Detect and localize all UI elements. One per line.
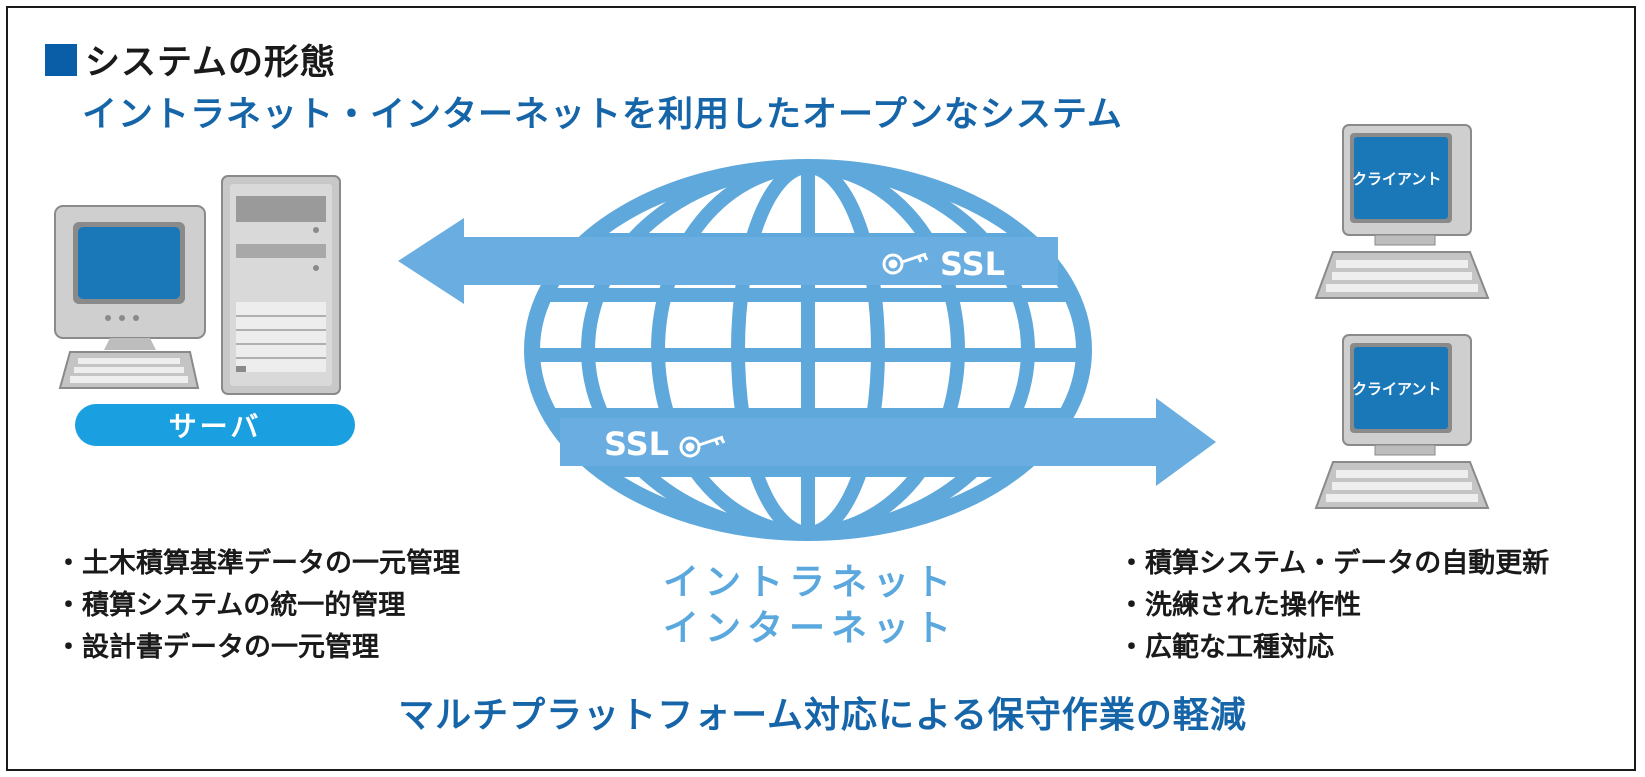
list-item: ・広範な工種対応 bbox=[1118, 632, 1334, 663]
ssl-label-top: SSL bbox=[940, 245, 1005, 283]
network-label: イントラネット インターネット bbox=[640, 560, 980, 652]
client-computer-icon bbox=[1314, 124, 1490, 299]
client-screen-label-bottom: クライアント bbox=[1352, 380, 1441, 398]
footer-caption: マルチプラットフォーム対応による保守作業の軽減 bbox=[398, 695, 1247, 736]
server-computer-icon bbox=[54, 175, 341, 395]
list-item: ・積算システムの統一的管理 bbox=[55, 590, 406, 621]
list-item: ・洗練された操作性 bbox=[1118, 590, 1361, 621]
client-computer-icon bbox=[1314, 334, 1490, 509]
key-icon-bottom bbox=[679, 435, 726, 458]
server-label: サーバ bbox=[75, 404, 355, 446]
globe-icon bbox=[524, 159, 1092, 541]
client-screen-label-top: クライアント bbox=[1352, 170, 1441, 188]
ssl-label-bottom: SSL bbox=[604, 425, 669, 463]
heading-text: システムの形態 bbox=[85, 43, 336, 83]
network-label-internet: インターネット bbox=[662, 608, 957, 649]
section-heading: システムの形態 bbox=[45, 34, 336, 85]
list-item: ・設計書データの一元管理 bbox=[55, 632, 379, 663]
arrow-to-clients bbox=[560, 398, 1216, 486]
section-subheading: イントラネット・インターネットを利用したオープンなシステム bbox=[82, 95, 1123, 135]
server-feature-list: ・土木積算基準データの一元管理 ・積算システムの統一的管理 ・設計書データの一元… bbox=[55, 543, 460, 669]
heading-square-icon bbox=[45, 43, 77, 76]
arrow-to-server bbox=[398, 218, 1058, 304]
network-label-intranet: イントラネット bbox=[662, 562, 957, 603]
list-item: ・土木積算基準データの一元管理 bbox=[55, 548, 460, 579]
list-item: ・積算システム・データの自動更新 bbox=[1118, 548, 1550, 579]
key-icon-top bbox=[882, 252, 929, 275]
client-feature-list: ・積算システム・データの自動更新 ・洗練された操作性 ・広範な工種対応 bbox=[1118, 543, 1549, 669]
